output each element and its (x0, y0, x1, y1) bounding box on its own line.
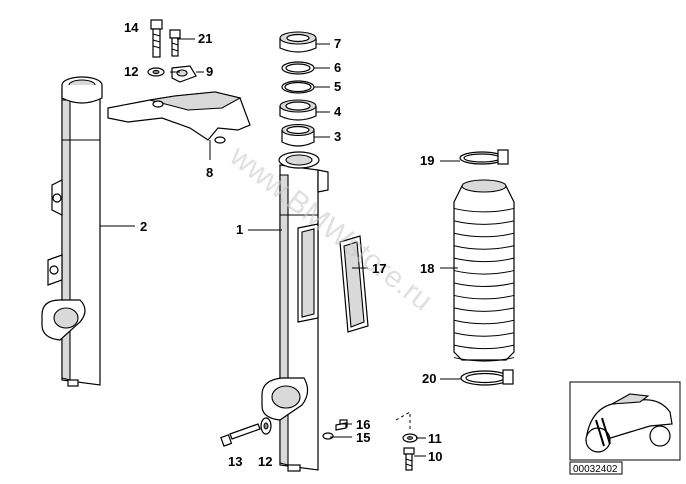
label-7: 7 (334, 36, 341, 51)
label-11: 11 (428, 431, 442, 446)
label-9: 9 (206, 64, 213, 79)
label-21: 21 (198, 31, 212, 46)
clip-9 (171, 65, 197, 83)
fork-slider-left (41, 76, 103, 387)
thumbnail-code: 00032402 (573, 464, 618, 475)
label-19: 19 (420, 153, 434, 168)
bolt-16 (335, 419, 348, 431)
label-6: 6 (334, 60, 341, 75)
circlip-6 (281, 61, 315, 75)
label-10: 10 (428, 449, 442, 464)
label-8: 8 (206, 165, 213, 180)
label-2: 2 (140, 219, 147, 234)
bolt-13 (220, 423, 261, 447)
fork-bridge-bracket (107, 91, 251, 144)
motorcycle-thumbnail: 00032402 (569, 381, 681, 475)
fork-slider-right (261, 151, 329, 472)
ring-5 (281, 80, 315, 94)
label-15: 15 (356, 430, 370, 445)
label-18: 18 (420, 261, 434, 276)
watermark: www.BMWstore.ru (223, 139, 439, 318)
washer-11 (402, 433, 418, 443)
reflector-17 (339, 235, 369, 333)
clamp-20 (460, 369, 514, 386)
washer-12-top (147, 67, 165, 77)
label-17: 17 (372, 261, 386, 276)
seal-ring-4 (279, 99, 317, 121)
bushing-3 (281, 123, 315, 147)
seal-7 (279, 31, 317, 53)
washer-12-bottom (260, 417, 272, 435)
bolt-21 (169, 29, 181, 57)
label-16: 16 (356, 417, 370, 432)
label-14: 14 (124, 20, 139, 35)
thumbnail-code-box (569, 461, 623, 475)
label-12-bottom: 12 (258, 454, 272, 469)
bolt-10 (403, 447, 415, 471)
bolt-14 (150, 19, 163, 58)
label-13: 13 (228, 454, 242, 469)
label-3: 3 (334, 129, 341, 144)
label-4: 4 (334, 104, 342, 119)
label-12-top: 12 (124, 64, 138, 79)
label-5: 5 (334, 79, 341, 94)
label-1: 1 (236, 222, 243, 237)
clamp-19 (459, 149, 509, 165)
washer-15 (322, 432, 334, 440)
gaiter-18 (453, 179, 515, 362)
dashed-guide (395, 411, 411, 430)
label-20: 20 (422, 371, 436, 386)
leader-lines (100, 38, 462, 457)
